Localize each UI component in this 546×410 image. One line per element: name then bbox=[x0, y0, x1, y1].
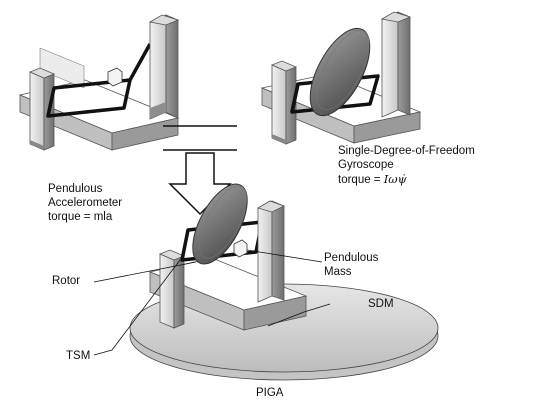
rotor-label: Rotor bbox=[52, 275, 81, 287]
pendulous-accelerometer-label: Pendulous Accelerometer torque = mla bbox=[48, 182, 122, 224]
pendulous-accelerometer-figure bbox=[18, 14, 180, 151]
piga-figure bbox=[129, 183, 439, 381]
gyro-line-1: Single-Degree-of-Freedom bbox=[338, 145, 475, 157]
pendulous-mass-label: Pendulous Mass bbox=[324, 251, 378, 279]
gyro-torque-prefix: torque = bbox=[338, 174, 384, 186]
gyroscope-label: Single-Degree-of-Freedom Gyroscope torqu… bbox=[338, 144, 475, 187]
sdm-label: SDM bbox=[368, 298, 394, 310]
pendulous-mass-leader-line bbox=[246, 249, 323, 263]
pm-line-2: Mass bbox=[324, 266, 352, 278]
gyro-torque-symbol: Iωψ̇ bbox=[383, 172, 407, 186]
pa-torque: torque = mla bbox=[48, 211, 113, 223]
tsm-leader-line bbox=[93, 259, 181, 356]
tsm-label: TSM bbox=[66, 350, 91, 362]
pm-line-1: Pendulous bbox=[324, 252, 379, 264]
gyro-line-2: Gyroscope bbox=[338, 159, 394, 171]
pa-line-2: Accelerometer bbox=[48, 197, 123, 209]
sdm-leader-line-2 bbox=[303, 303, 331, 313]
rotor-leader-line bbox=[93, 261, 197, 283]
gyro-torque: torque = Iωψ̇ bbox=[338, 172, 475, 187]
piga-label: PIGA bbox=[256, 387, 284, 399]
pa-line-1: Pendulous bbox=[48, 183, 103, 195]
sdm-leader-line bbox=[267, 311, 305, 327]
gyroscope-figure bbox=[260, 11, 422, 145]
leader-lines bbox=[93, 249, 331, 356]
